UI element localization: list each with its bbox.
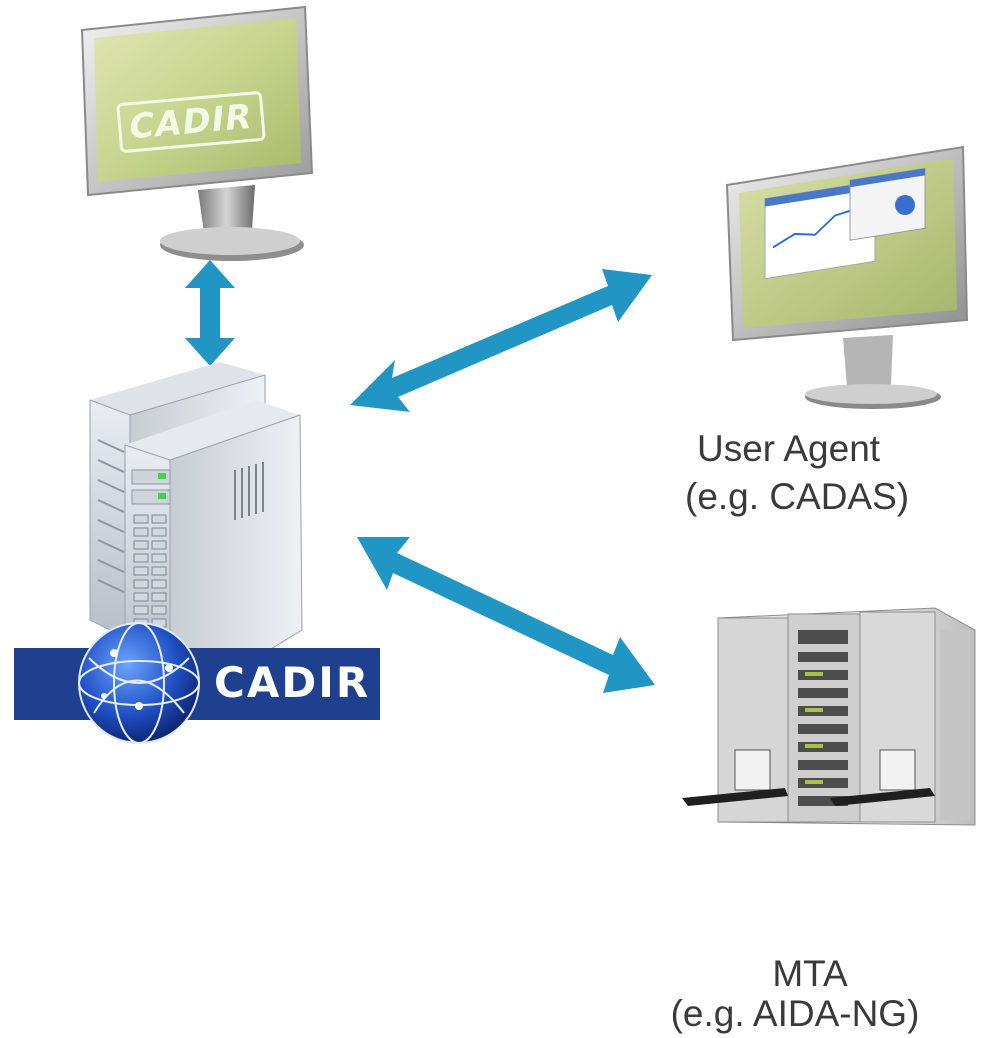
globe-icon: [74, 618, 204, 748]
user-agent-title: User Agent: [697, 428, 881, 469]
mta-example: (e.g. AIDA-NG): [670, 993, 920, 1034]
server-rack-icon: [70, 360, 370, 680]
user-agent-example: (e.g. CADAS): [685, 476, 910, 517]
badge-label: CADIR: [214, 658, 371, 707]
cadir-monitor: CADIR: [80, 5, 320, 270]
mta-cabinet-icon: [680, 600, 980, 830]
mta-label: MTA (e.g. AIDA-NG): [671, 940, 950, 1038]
vertical-double-arrow: [180, 258, 240, 368]
arrow-to-mta: [345, 525, 665, 715]
user-agent-monitor: [725, 145, 975, 410]
cadir-badge: CADIR: [14, 622, 380, 744]
user-agent-label: User Agent (e.g. CADAS): [685, 425, 909, 521]
mta-title: MTA: [772, 953, 848, 994]
arrow-to-user-agent: [340, 250, 660, 430]
